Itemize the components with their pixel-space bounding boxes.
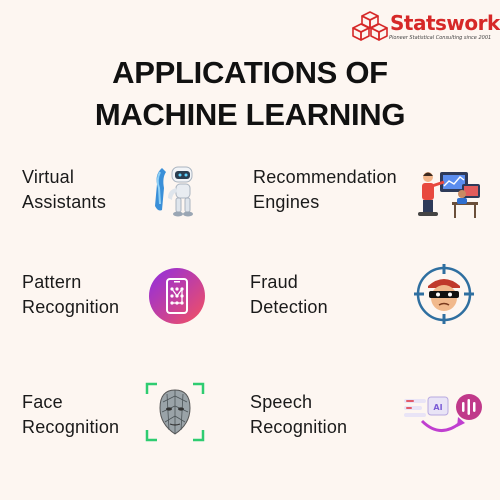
item-fraud-detection-label: Fraud Detection <box>250 270 328 320</box>
item-virtual-assistants-label: Virtual Assistants <box>22 165 106 215</box>
page-title: APPLICATIONS OF MACHINE LEARNING <box>0 52 500 136</box>
logo-name: Statswork <box>390 11 500 35</box>
speech-to-text-icon: AI <box>404 394 482 432</box>
item-line-1: Pattern <box>22 272 82 292</box>
item-face-recognition-label: Face Recognition <box>22 390 119 440</box>
item-line-2: Engines <box>253 192 320 212</box>
title-line-1: APPLICATIONS OF <box>112 55 388 90</box>
people-at-screens-icon <box>418 172 480 218</box>
item-speech-recognition-label: Speech Recognition <box>250 390 347 440</box>
item-line-1: Fraud <box>250 272 299 292</box>
item-line-2: Assistants <box>22 192 107 212</box>
item-line-1: Face <box>22 392 63 412</box>
logo-tagline: Pioneer Statistical Consulting since 200… <box>389 35 492 41</box>
item-line-2: Detection <box>250 297 328 317</box>
logo-cubes-icon <box>352 11 388 41</box>
title-line-2: MACHINE LEARNING <box>94 97 406 132</box>
item-line-1: Speech <box>250 392 313 412</box>
face-scan-icon <box>145 382 205 442</box>
item-pattern-recognition-label: Pattern Recognition <box>22 270 119 320</box>
item-line-1: Virtual <box>22 167 75 187</box>
phone-pattern-lock-icon <box>149 268 205 324</box>
item-line-1: Recommendation <box>253 167 397 187</box>
item-line-2: Recognition <box>22 297 120 317</box>
ai-chip-label: AI <box>433 403 442 412</box>
item-line-2: Recognition <box>250 417 348 437</box>
item-recommendation-engines-label: Recommendation Engines <box>253 165 397 215</box>
item-line-2: Recognition <box>22 417 120 437</box>
robot-icon <box>155 166 193 217</box>
statswork-logo: Statswork Pioneer Statistical Consulting… <box>352 10 500 44</box>
thief-target-icon <box>414 264 474 324</box>
